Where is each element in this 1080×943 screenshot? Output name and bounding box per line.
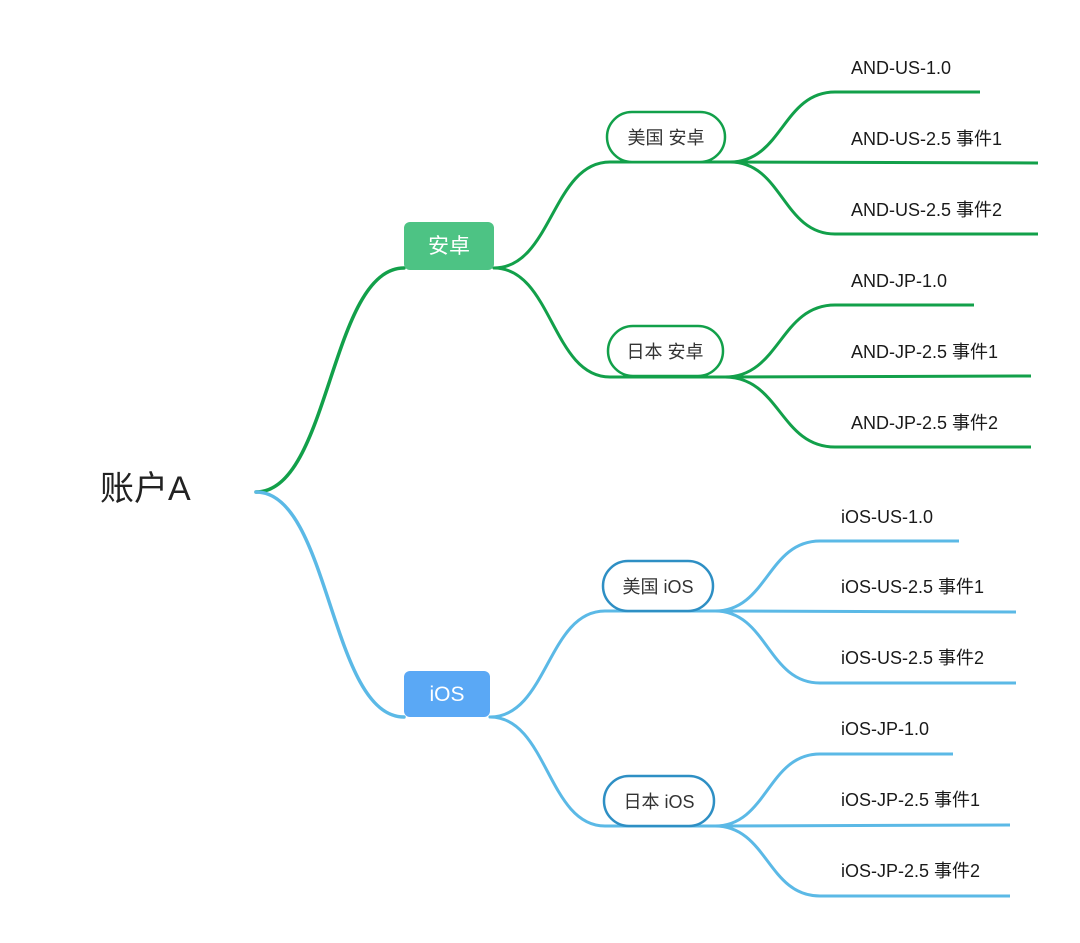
- category-label-android: 安卓: [428, 235, 470, 258]
- leaf-label[interactable]: AND-JP-1.0: [851, 271, 947, 291]
- connector-leaf: [723, 375, 837, 449]
- category-node-android[interactable]: [404, 222, 494, 270]
- leaf-label[interactable]: iOS-JP-1.0: [841, 719, 929, 739]
- leaf-label[interactable]: iOS-US-1.0: [841, 507, 933, 527]
- root-node-label[interactable]: 账户A: [100, 470, 191, 508]
- leaf-underline: [729, 160, 1039, 165]
- leaf-underline: [714, 823, 1011, 828]
- connector-android-jp: [492, 266, 612, 379]
- connector-root-android: [254, 266, 406, 494]
- region-label-us-android: 美国 安卓: [627, 128, 704, 148]
- leaf-underline: [714, 609, 1017, 614]
- leaf-label[interactable]: iOS-US-2.5 事件2: [841, 648, 984, 668]
- connector-android-us: [492, 160, 612, 270]
- leaf-label[interactable]: AND-US-1.0: [851, 58, 951, 78]
- connector-leaf: [713, 539, 822, 613]
- connector-leaf: [713, 752, 822, 828]
- branch-ios[interactable]: iOS: [404, 671, 490, 717]
- region-node-jp-android[interactable]: 日本 安卓: [606, 324, 725, 378]
- region-label-jp-android: 日本 安卓: [626, 342, 703, 362]
- leaf-label[interactable]: AND-US-2.5 事件1: [851, 129, 1002, 149]
- connector-root-ios: [254, 490, 406, 719]
- leaf-label[interactable]: AND-JP-2.5 事件1: [851, 342, 998, 362]
- leaf-underline: [724, 374, 1032, 379]
- region-label-us-ios: 美国 iOS: [622, 577, 693, 597]
- connector-leaf: [723, 303, 837, 379]
- connector-leaf: [713, 609, 822, 685]
- leaf-label[interactable]: iOS-JP-2.5 事件1: [841, 790, 980, 810]
- leaf-label[interactable]: AND-US-2.5 事件2: [851, 200, 1002, 220]
- category-node-ios[interactable]: [404, 671, 490, 717]
- category-label-ios: iOS: [429, 683, 464, 706]
- connector-leaf: [728, 160, 837, 236]
- leaf-label[interactable]: iOS-US-2.5 事件1: [841, 577, 984, 597]
- connector-ios-jp: [488, 715, 607, 828]
- connector-leaf: [728, 90, 837, 164]
- branch-android[interactable]: 安卓: [404, 222, 494, 270]
- region-node-us-ios[interactable]: 美国 iOS: [601, 559, 715, 613]
- leaf-label[interactable]: AND-JP-2.5 事件2: [851, 413, 998, 433]
- region-node-us-android[interactable]: 美国 安卓: [605, 110, 727, 164]
- region-node-jp-ios[interactable]: 日本 iOS: [602, 774, 716, 828]
- connector-layer: [254, 90, 1039, 898]
- connector-ios-us: [488, 609, 607, 719]
- region-label-jp-ios: 日本 iOS: [623, 792, 694, 812]
- leaf-label[interactable]: iOS-JP-2.5 事件2: [841, 861, 980, 881]
- connector-leaf: [713, 824, 822, 898]
